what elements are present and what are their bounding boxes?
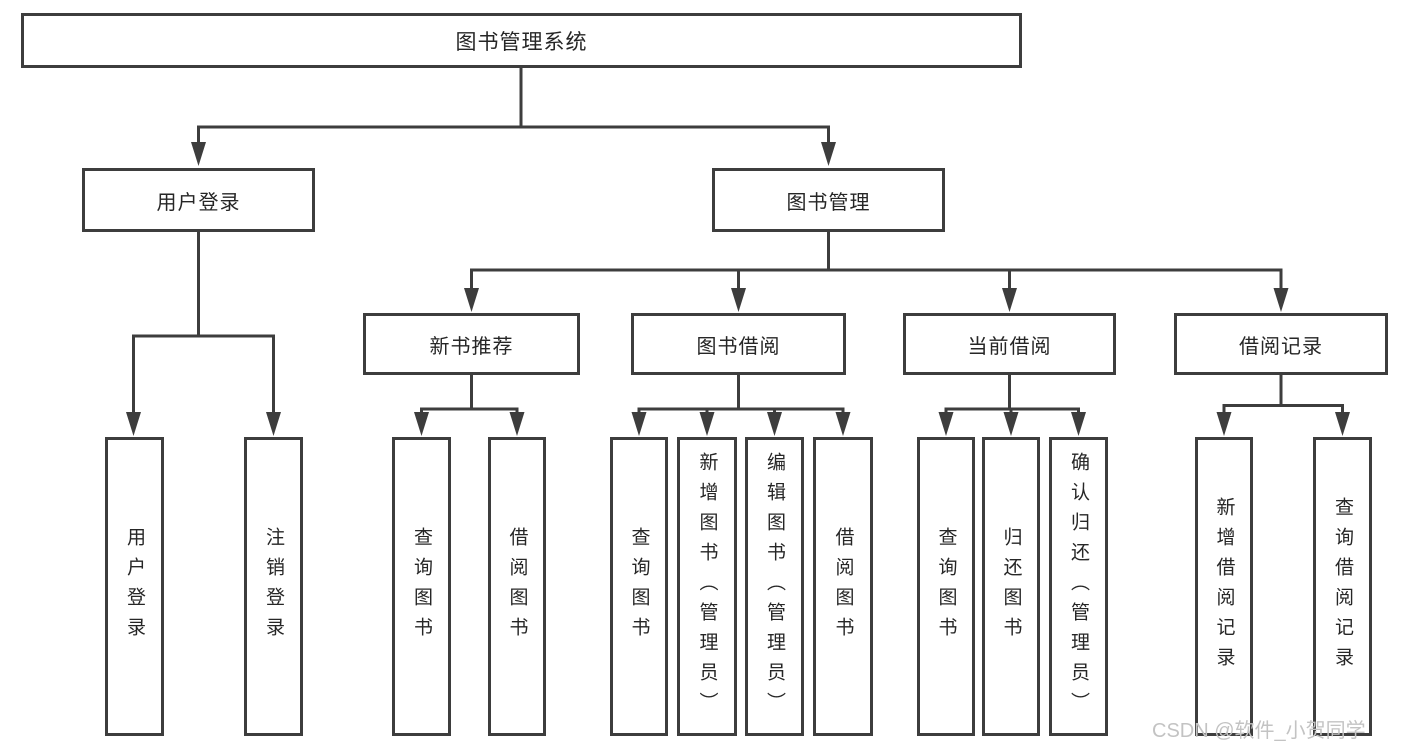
node-book-management: 图书管理	[712, 168, 945, 232]
node-user-login: 用户登录	[82, 168, 315, 232]
leaf-logout-label: 注销登录	[263, 526, 284, 647]
leaf-query-borrow-record-label: 查询借阅记录	[1332, 496, 1353, 677]
node-current-borrowing: 当前借阅	[903, 313, 1116, 375]
csdn-watermark: CSDN @软件_小贺同学	[1152, 720, 1366, 742]
leaf-confirm-return-admin: 确认归还（管理员）	[1049, 437, 1108, 736]
leaf-query-books-borrow-label: 查询图书	[628, 526, 650, 647]
leaf-borrow-books-label: 借阅图书	[832, 526, 854, 647]
node-borrowing-records: 借阅记录	[1174, 313, 1388, 375]
leaf-query-borrow-record: 查询借阅记录	[1313, 437, 1372, 736]
connector-book-borrow-children	[631, 373, 851, 436]
node-library-management-system: 图书管理系统	[21, 13, 1022, 68]
leaf-confirm-return-admin-label: 确认归还（管理员）	[1068, 451, 1089, 722]
connector-new-books-children	[414, 373, 525, 436]
node-book-borrowing: 图书借阅	[631, 313, 846, 375]
leaf-add-books-admin: 新增图书（管理员）	[677, 437, 737, 736]
connector-book-management-children	[464, 230, 1289, 312]
leaf-query-books-current: 查询图书	[917, 437, 975, 736]
connector-current-borrow-children	[938, 373, 1086, 436]
leaf-return-books-label: 归还图书	[1000, 526, 1022, 647]
leaf-edit-books-admin-label: 编辑图书（管理员）	[764, 451, 785, 722]
connector-borrow-records-children	[1216, 373, 1350, 436]
leaf-add-borrow-record: 新增借阅记录	[1195, 437, 1253, 736]
leaf-add-books-admin-label: 新增图书（管理员）	[696, 451, 718, 722]
connector-user-login-children	[126, 230, 281, 436]
leaf-user-login: 用户登录	[105, 437, 164, 736]
leaf-query-books-recommend: 查询图书	[392, 437, 451, 736]
leaf-logout: 注销登录	[244, 437, 303, 736]
leaf-return-books: 归还图书	[982, 437, 1040, 736]
leaf-add-borrow-record-label: 新增借阅记录	[1213, 496, 1235, 677]
leaf-query-books-current-label: 查询图书	[935, 526, 957, 647]
leaf-borrow-books: 借阅图书	[813, 437, 873, 736]
leaf-borrow-books-recommend-label: 借阅图书	[506, 526, 528, 647]
node-new-book-recommendation: 新书推荐	[363, 313, 580, 375]
connector-root-to-level2	[191, 66, 836, 166]
leaf-borrow-books-recommend: 借阅图书	[488, 437, 546, 736]
leaf-edit-books-admin: 编辑图书（管理员）	[745, 437, 804, 736]
leaf-query-books-recommend-label: 查询图书	[411, 526, 432, 647]
leaf-user-login-label: 用户登录	[124, 526, 145, 647]
leaf-query-books-borrow: 查询图书	[610, 437, 668, 736]
